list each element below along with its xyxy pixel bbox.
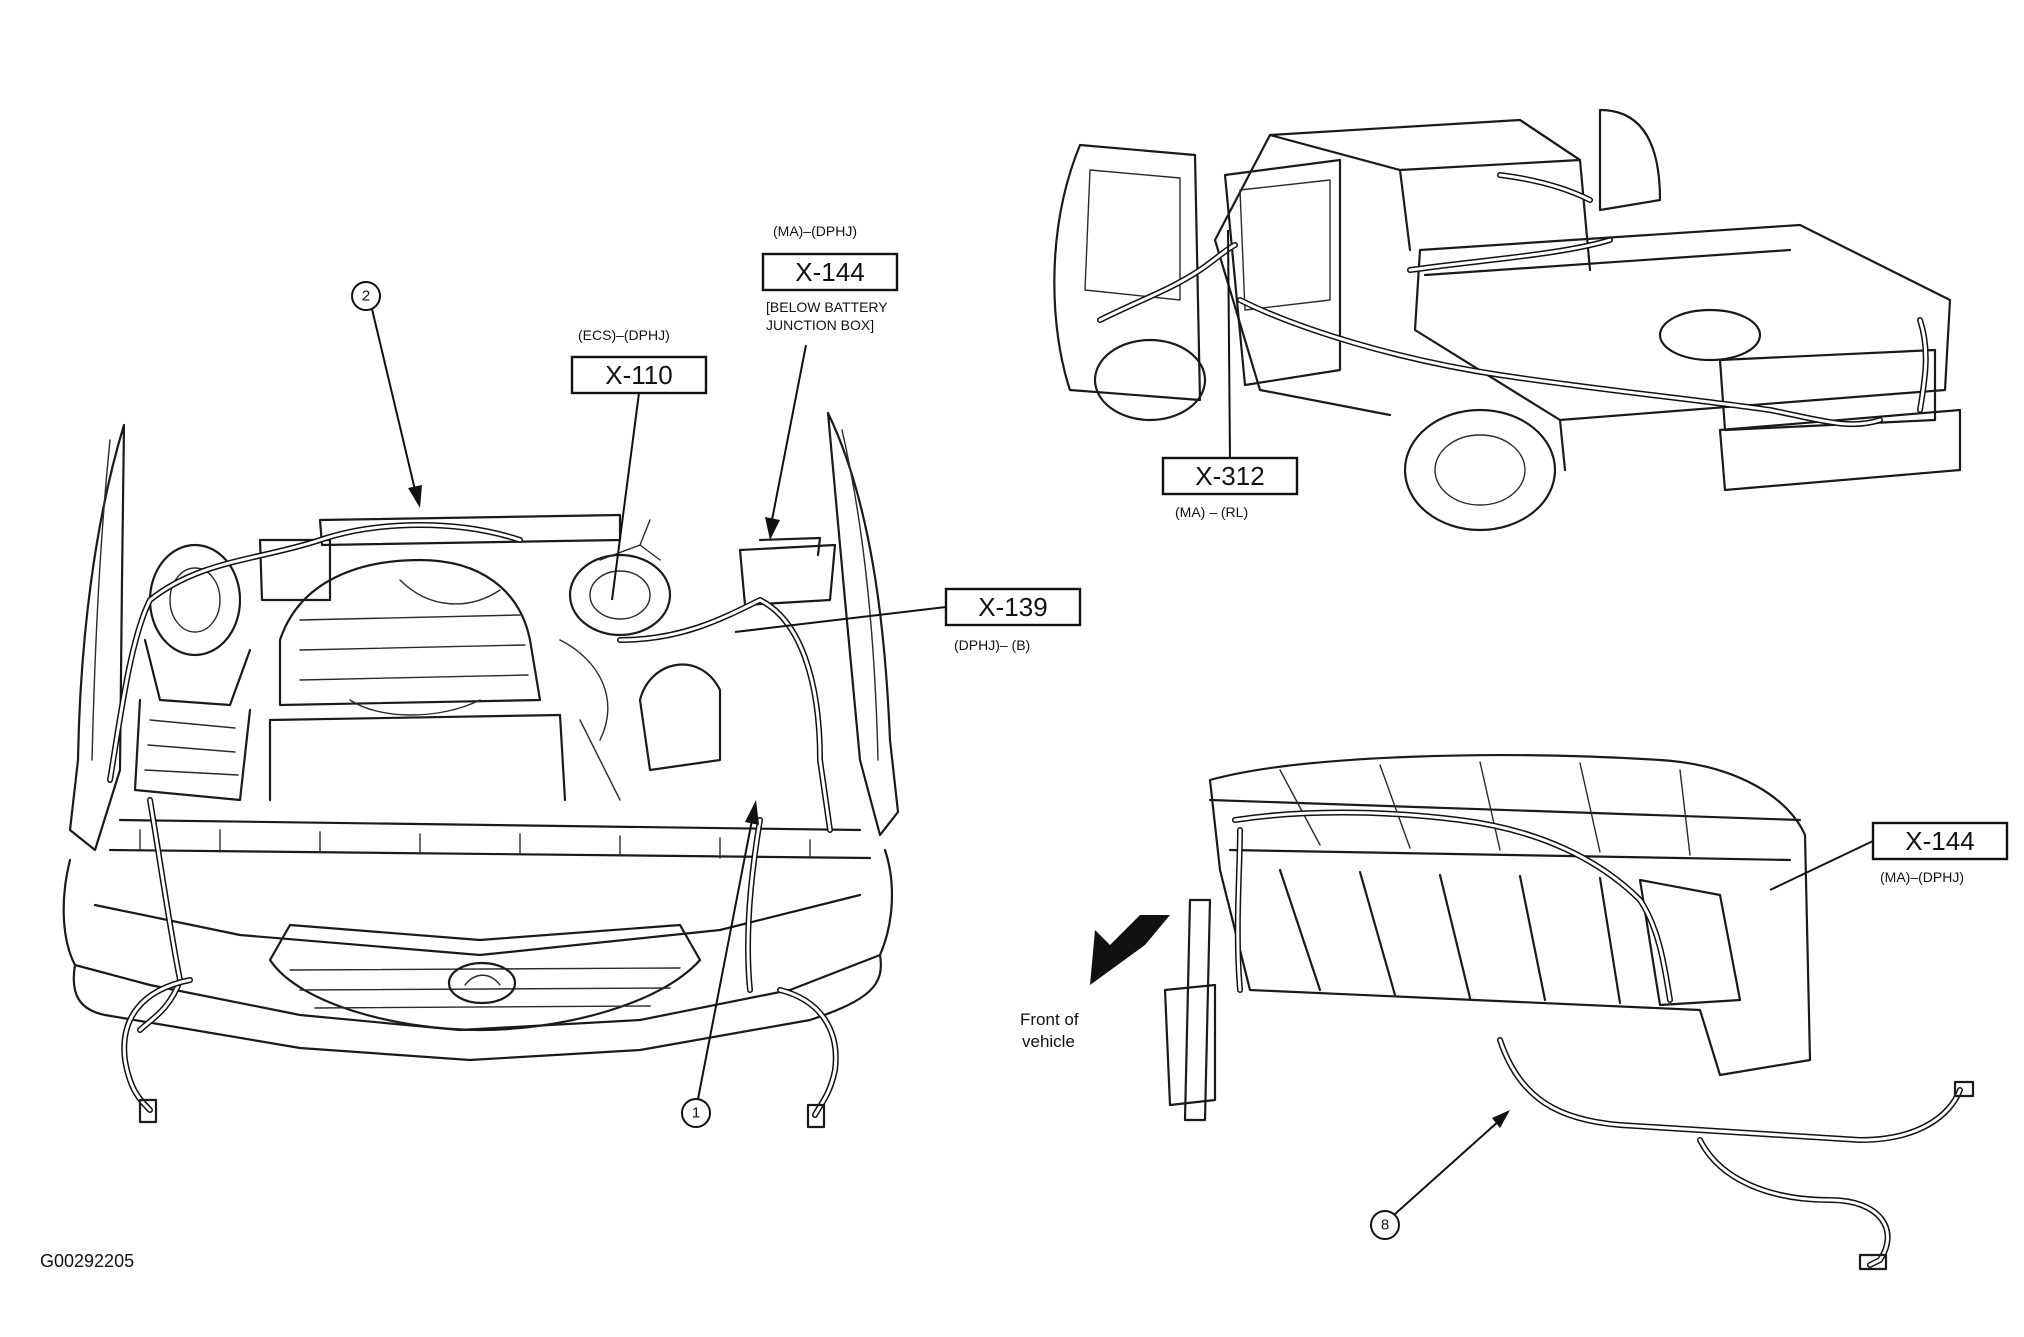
connector-x144-dash-label: X-144 (MA)–(DPHJ) bbox=[1769, 821, 2009, 891]
front-direction-arrow-icon bbox=[1090, 915, 1170, 985]
callout-1: 1 bbox=[681, 800, 759, 1128]
engine-compartment-view bbox=[62, 411, 900, 1129]
svg-text:X-312: X-312 bbox=[1195, 461, 1264, 491]
svg-text:(MA) – (RL): (MA) – (RL) bbox=[1175, 504, 1248, 520]
connector-x139-label: X-139 (DPHJ)– (B) bbox=[734, 587, 1082, 653]
svg-text:JUNCTION BOX]: JUNCTION BOX] bbox=[766, 317, 874, 333]
svg-text:vehicle: vehicle bbox=[1022, 1032, 1075, 1051]
callout-2: 2 bbox=[351, 281, 422, 508]
svg-text:(MA)–(DPHJ): (MA)–(DPHJ) bbox=[1880, 869, 1964, 885]
callout-8: 8 bbox=[1370, 1110, 1510, 1240]
svg-text:2: 2 bbox=[362, 288, 370, 305]
svg-text:[BELOW BATTERY: [BELOW BATTERY bbox=[766, 299, 888, 315]
svg-text:X-139: X-139 bbox=[978, 592, 1047, 622]
front-of-vehicle-indicator: Front of vehicle bbox=[1020, 915, 1170, 1051]
svg-text:(ECS)–(DPHJ): (ECS)–(DPHJ) bbox=[578, 327, 670, 343]
connector-x312-label: X-312 (MA) – (RL) bbox=[1161, 229, 1299, 520]
svg-text:X-144: X-144 bbox=[795, 257, 864, 287]
svg-text:(MA)–(DPHJ): (MA)–(DPHJ) bbox=[773, 223, 857, 239]
svg-text:(DPHJ)– (B): (DPHJ)– (B) bbox=[954, 637, 1030, 653]
connector-x144-engine-label: (MA)–(DPHJ) X-144 [BELOW BATTERY JUNCTIO… bbox=[761, 223, 899, 540]
instrument-panel-view bbox=[1163, 754, 1975, 1271]
svg-text:8: 8 bbox=[1381, 1217, 1389, 1234]
svg-text:X-144: X-144 bbox=[1905, 826, 1974, 856]
figure-id: G00292205 bbox=[40, 1251, 134, 1271]
svg-text:Front of: Front of bbox=[1020, 1010, 1079, 1029]
svg-text:X-110: X-110 bbox=[605, 360, 672, 390]
connector-x110-label: (ECS)–(DPHJ) X-110 bbox=[570, 327, 708, 601]
svg-text:1: 1 bbox=[692, 1105, 700, 1122]
pickup-truck-view bbox=[1053, 108, 1962, 532]
